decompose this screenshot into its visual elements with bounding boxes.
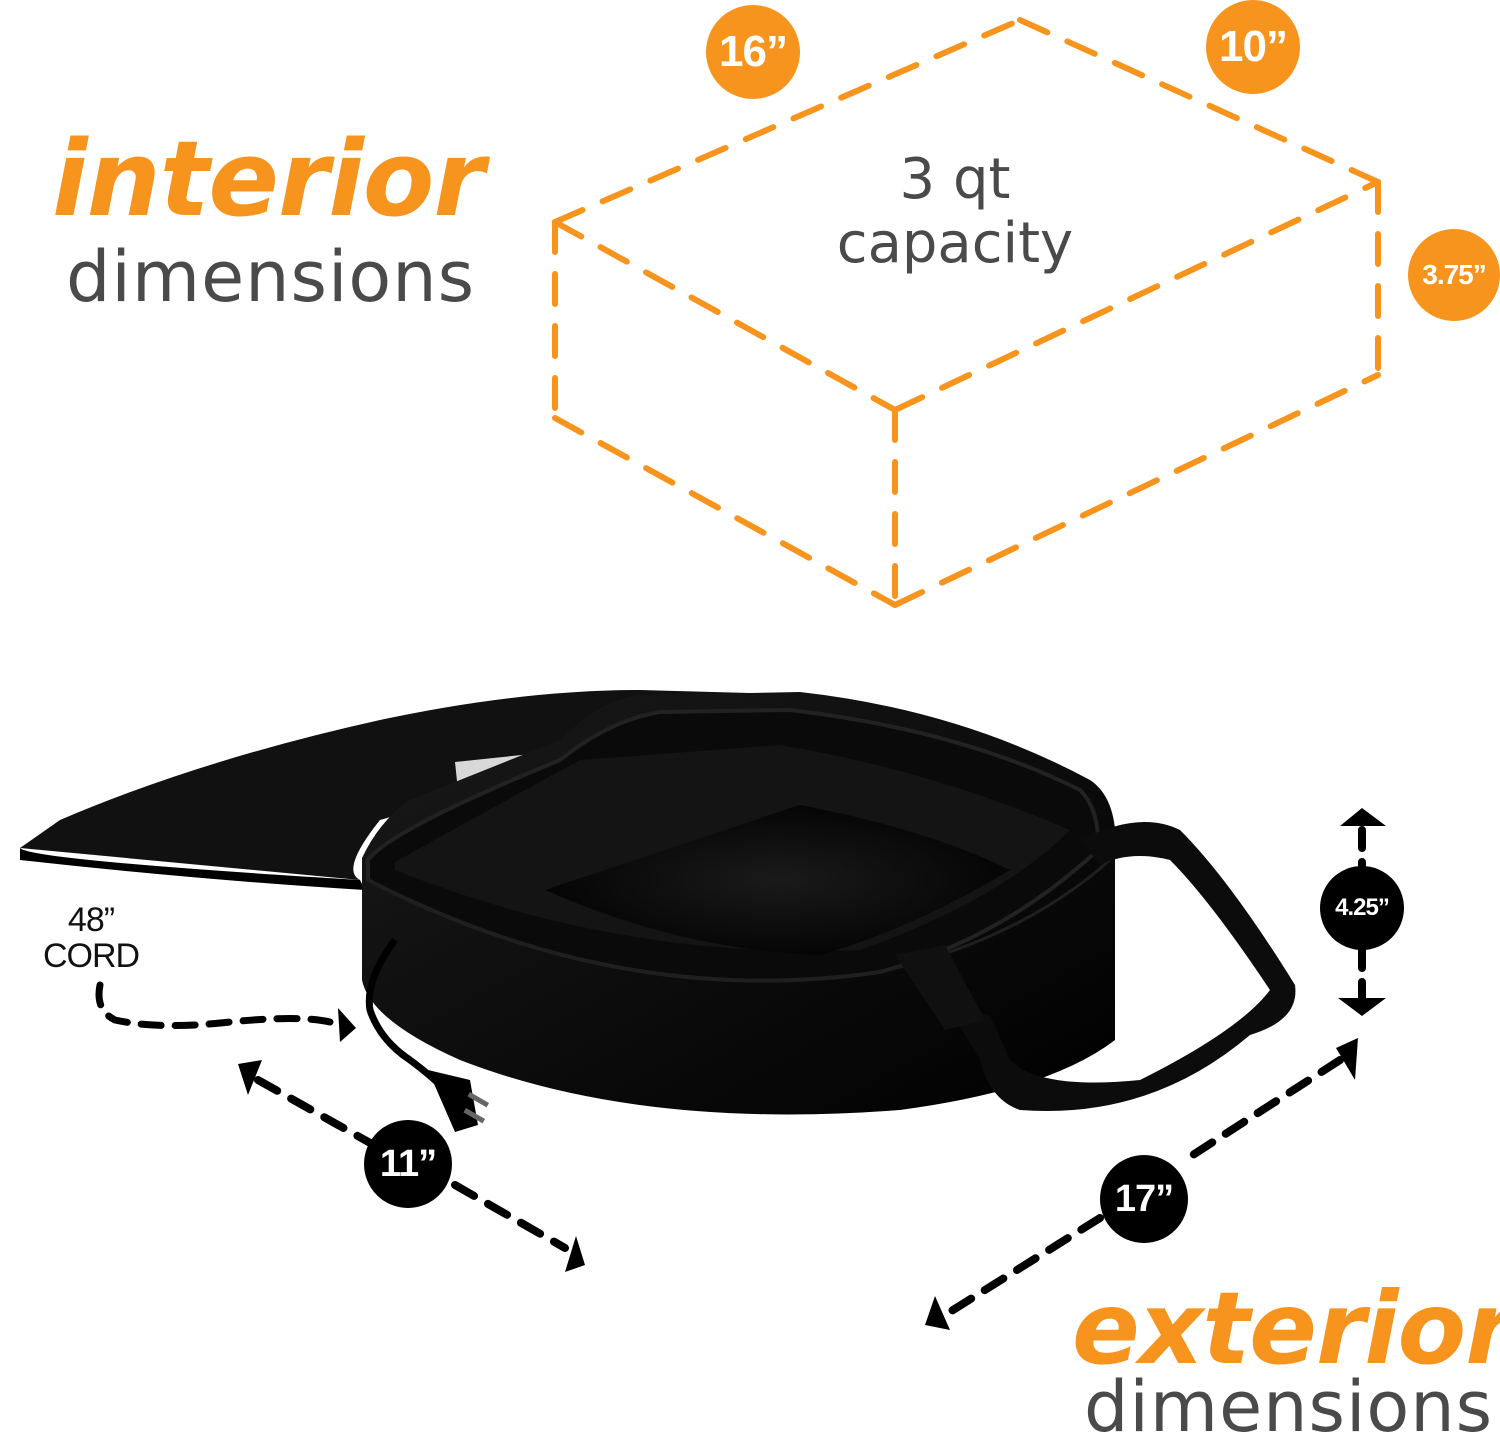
arrow-head-down	[1338, 998, 1386, 1016]
exterior-length-arrow	[941, 1056, 1344, 1319]
cord-label: 48” CORD	[36, 902, 146, 974]
exterior-height-badge: 4.25”	[1320, 866, 1404, 950]
cord-word: CORD	[42, 937, 140, 975]
interior-box-outline	[552, 17, 1381, 608]
capacity-label: 3 qt capacity	[800, 148, 1110, 276]
interior-length-badge: 16”	[706, 5, 800, 99]
interior-width-badge: 10”	[1206, 0, 1300, 94]
length-arrow-head-left	[925, 1296, 950, 1330]
width-arrow-head-left	[238, 1060, 262, 1095]
cord-arrow-head	[338, 1008, 356, 1042]
interior-height-badge: 3.75”	[1408, 229, 1500, 321]
length-arrow-head-right	[1336, 1038, 1358, 1080]
exterior-subtitle: dimensions	[1084, 1366, 1494, 1448]
exterior-title: exterior	[1072, 1270, 1500, 1387]
exterior-width-badge: 11”	[364, 1120, 452, 1208]
carrier-bag	[20, 690, 1296, 1132]
capacity-word: capacity	[836, 211, 1074, 276]
cord-length: 48”	[67, 901, 115, 939]
capacity-amount: 3 qt	[899, 147, 1011, 212]
width-arrow-head-right	[565, 1236, 585, 1272]
arrow-head-up	[1340, 808, 1386, 826]
exterior-length-badge: 17”	[1100, 1155, 1188, 1243]
interior-title: interior	[52, 118, 485, 240]
exterior-width-arrow	[254, 1076, 569, 1252]
interior-subtitle: dimensions	[66, 236, 476, 318]
cord-arrow	[95, 981, 334, 1030]
